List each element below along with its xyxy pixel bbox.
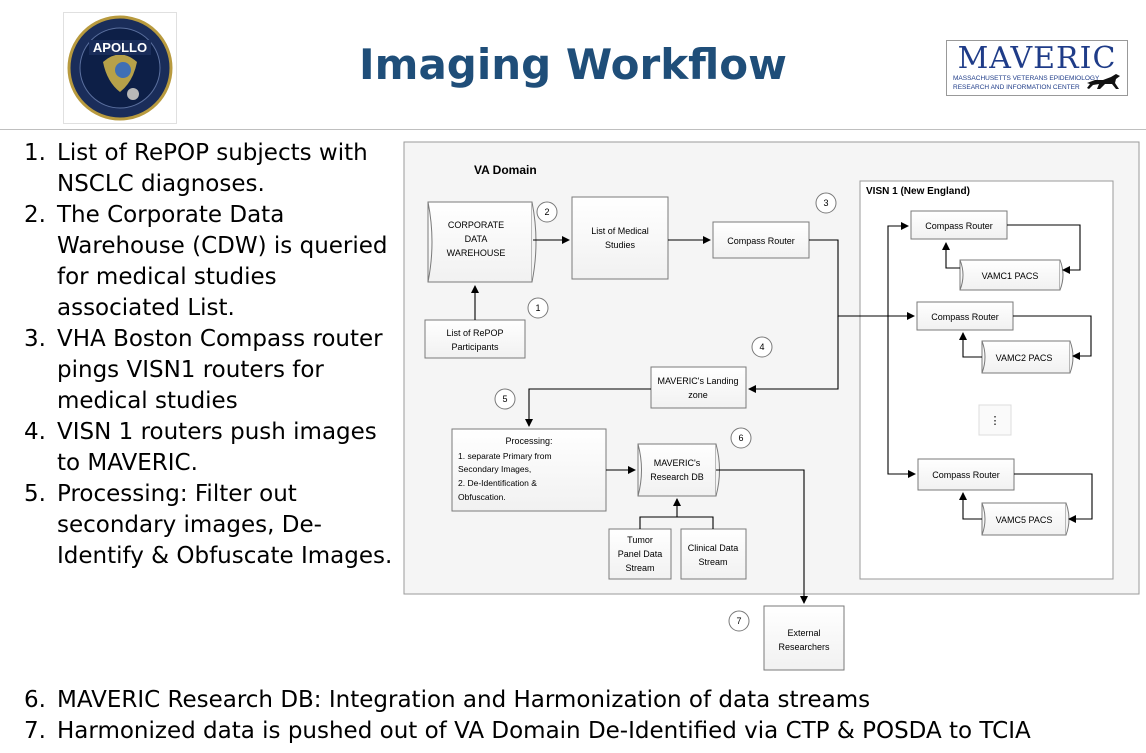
pacs-2-cylinder: VAMC2 PACS: [981, 340, 1074, 374]
visn-router-5: Compass Router: [917, 458, 1015, 491]
compass-router-label: Compass Router: [727, 236, 795, 246]
step-circle-4: [751, 336, 773, 358]
maveric-logo-sub2: RESEARCH AND INFORMATION CENTER: [953, 84, 1080, 91]
step-number-6: 6: [738, 433, 743, 443]
visn-router-2: Compass Router: [916, 301, 1014, 331]
cdw-label-2: DATA: [465, 234, 488, 244]
medical-studies-box: List of Medical Studies: [571, 196, 669, 280]
step-text: List of RePOP subjects with NSCLC diagno…: [57, 140, 368, 197]
visn-router-1-label: Compass Router: [925, 221, 993, 231]
external-researchers-box: External Researchers: [763, 605, 845, 671]
step-number-3: 3: [823, 198, 828, 208]
list-item: 4.VISN 1 routers push images to MAVERIC.: [24, 419, 377, 476]
tumor-label-1: Tumor: [627, 535, 653, 545]
external-label-2: Researchers: [778, 642, 830, 652]
processing-box: Processing: 1. separate Primary from Sec…: [451, 428, 607, 512]
step-circle-7: [728, 610, 750, 632]
visn-router-5-label: Compass Router: [932, 470, 1000, 480]
steps-list: 1.List of RePOP subjects with NSCLC diag…: [24, 138, 404, 572]
apollo-text: APOLLO: [93, 40, 147, 55]
research-db-label-1: MAVERIC's: [654, 458, 701, 468]
cdw-database: CORPORATE DATA WAREHOUSE: [427, 201, 537, 283]
step-text: The Corporate Data Warehouse (CDW) is qu…: [57, 202, 388, 321]
processing-label-2: 1. separate Primary from: [458, 451, 552, 461]
research-db-label-2: Research DB: [650, 472, 704, 482]
list-item: 3.VHA Boston Compass router pings VISN1 …: [24, 326, 383, 414]
cdw-label-3: WAREHOUSE: [447, 248, 506, 258]
processing-label-4: 2. De-Identification &: [458, 478, 537, 488]
connectors: [471, 222, 1093, 604]
ellipsis-box: ⋮: [978, 404, 1012, 436]
clinical-label-1: Clinical Data: [688, 543, 739, 553]
external-label-1: External: [787, 628, 820, 638]
horse-icon: [1087, 74, 1120, 89]
step-text: Processing: Filter out secondary images,…: [57, 481, 393, 569]
maveric-logo: MAVERIC MASSACHUSETTS VETERANS EPIDEMIOL…: [946, 40, 1128, 96]
step-text: VISN 1 routers push images to MAVERIC.: [57, 419, 377, 476]
step-circle-1: [527, 297, 549, 319]
compass-router-main: Compass Router: [712, 221, 810, 259]
list-item: 7.Harmonized data is pushed out of VA Do…: [24, 718, 1031, 744]
landing-zone-box: MAVERIC's Landing zone: [650, 366, 747, 409]
step-text: MAVERIC Research DB: Integration and Har…: [57, 687, 871, 713]
va-domain-label: VA Domain: [474, 163, 537, 177]
landing-label-1: MAVERIC's Landing: [657, 376, 738, 386]
step-number-1: 1: [535, 303, 540, 313]
pacs-5-label: VAMC5 PACS: [996, 515, 1053, 525]
processing-label-1: Processing:: [505, 436, 552, 446]
step-circle-5: [494, 388, 516, 410]
step-number-7: 7: [736, 616, 741, 626]
pacs-2-label: VAMC2 PACS: [996, 353, 1053, 363]
tumor-label-2: Panel Data: [618, 549, 663, 559]
tumor-panel-box: Tumor Panel Data Stream: [608, 528, 672, 580]
processing-label-3: Secondary Images,: [458, 464, 531, 474]
header-divider: [0, 129, 1146, 130]
studies-label-2: Studies: [605, 240, 636, 250]
maveric-logo-sub1: MASSACHUSETTS VETERANS EPIDEMIOLOGY: [953, 75, 1100, 82]
step-circle-2: [536, 201, 558, 223]
clinical-label-2: Stream: [698, 557, 727, 567]
step-number-4: 4: [759, 342, 764, 352]
ellipsis-label: ⋮: [990, 415, 1001, 427]
step-circle-6: [730, 427, 752, 449]
cdw-label-1: CORPORATE: [448, 220, 504, 230]
processing-label-5: Obfuscation.: [458, 492, 506, 502]
pacs-1-cylinder: VAMC1 PACS: [959, 259, 1064, 291]
list-item: 6.MAVERIC Research DB: Integration and H…: [24, 687, 871, 713]
list-item: 5.Processing: Filter out secondary image…: [24, 481, 393, 569]
visn-router-1: Compass Router: [910, 210, 1008, 240]
repop-participants-box: List of RePOP Participants: [424, 319, 526, 359]
step-number-2: 2: [544, 207, 549, 217]
maveric-logo-title: MAVERIC: [957, 41, 1117, 76]
steps-list-bottom: 6.MAVERIC Research DB: Integration and H…: [24, 685, 1144, 747]
clinical-data-box: Clinical Data Stream: [680, 528, 747, 580]
pacs-1-label: VAMC1 PACS: [982, 271, 1039, 281]
list-item: 1.List of RePOP subjects with NSCLC diag…: [24, 140, 368, 197]
apollo-logo: APOLLO: [63, 12, 177, 124]
landing-label-2: zone: [688, 390, 708, 400]
step-circle-3: [815, 192, 837, 214]
studies-label-1: List of Medical: [591, 226, 649, 236]
list-item: 2.The Corporate Data Warehouse (CDW) is …: [24, 202, 388, 321]
step-text: Harmonized data is pushed out of VA Doma…: [57, 718, 1031, 744]
page-title: Imaging Workflow: [359, 40, 787, 89]
repop-label-2: Participants: [451, 342, 499, 352]
visn-router-2-label: Compass Router: [931, 312, 999, 322]
step-number-5: 5: [502, 394, 507, 404]
research-db-cylinder: MAVERIC's Research DB: [637, 443, 720, 497]
repop-label-1: List of RePOP: [446, 328, 503, 338]
tumor-label-3: Stream: [625, 563, 654, 573]
pacs-5-cylinder: VAMC5 PACS: [981, 502, 1070, 536]
visn1-label: VISN 1 (New England): [866, 186, 970, 197]
step-text: VHA Boston Compass router pings VISN1 ro…: [57, 326, 383, 414]
